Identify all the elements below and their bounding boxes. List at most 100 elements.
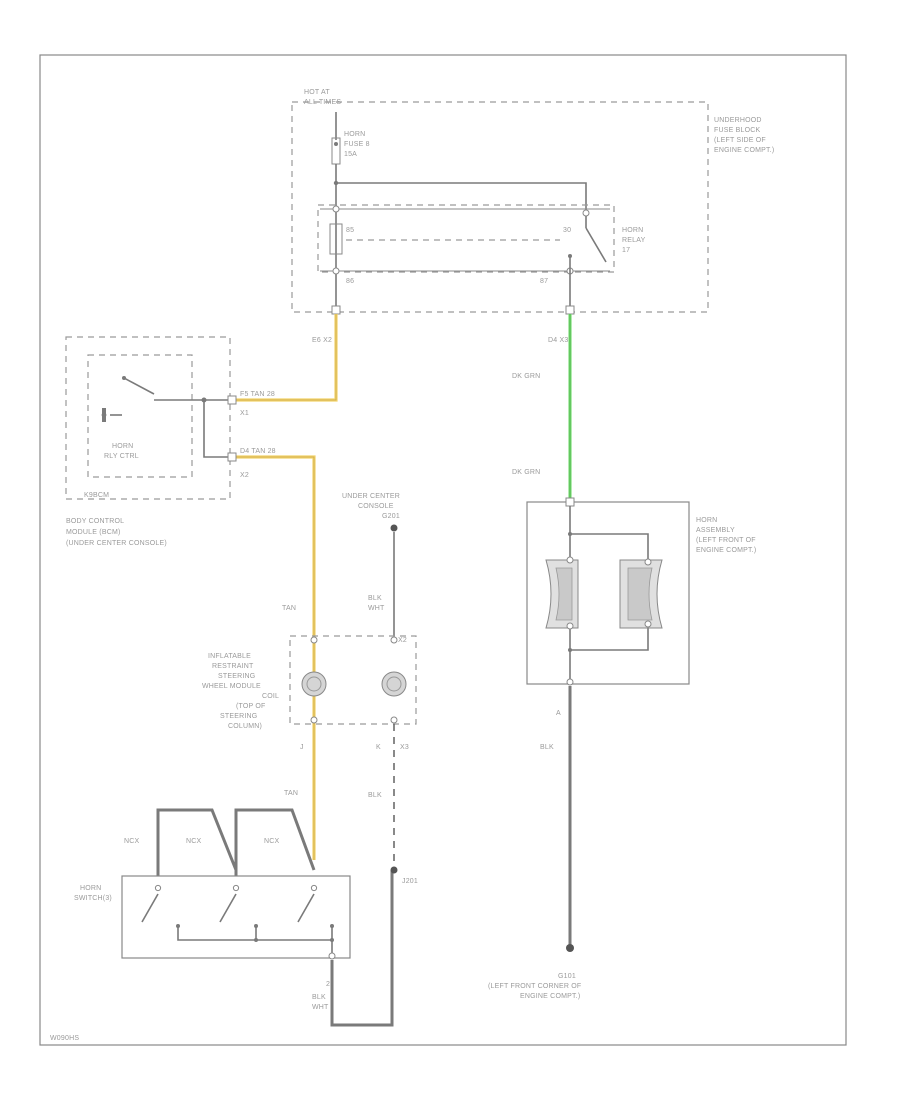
coil-label-8: COLUMN) — [228, 723, 262, 730]
coil-label-4: WHEEL MODULE — [202, 683, 261, 690]
fuse-block-conn-left: E6 X2 — [312, 337, 332, 344]
horn-switch-contact-1 — [141, 893, 159, 923]
g101-label-2: ENGINE COMPT.) — [520, 993, 580, 1000]
bcm-ground-symbol — [102, 408, 106, 422]
horn-wire-upper-label: DK GRN — [512, 373, 540, 380]
g201-id: G201 — [382, 513, 400, 520]
horn-switch-link-1 — [156, 808, 238, 876]
g101-id: G101 — [558, 973, 576, 980]
underhood-fuse-block-outline — [291, 101, 709, 313]
relay-coil-symbol — [329, 223, 343, 255]
hot-at-label: HOT AT — [304, 89, 330, 96]
fuse-block-title-3: (LEFT SIDE OF — [714, 137, 766, 144]
bcm-relay-ctrl-1: HORN — [112, 443, 133, 450]
coil-left-winding — [301, 671, 327, 697]
bcm-corner-id: K9BCM — [84, 492, 109, 499]
horn-pin-a: A — [556, 710, 561, 717]
relay-pin-85: 85 — [346, 227, 354, 234]
all-times-label: ALL TIMES — [304, 99, 341, 106]
left-horn-icon — [545, 556, 579, 630]
coil-blk-label: BLK — [368, 595, 382, 602]
coil-wht-label: WHT — [368, 605, 385, 612]
coil-label-2: RESTRAINT — [212, 663, 254, 670]
fuse-block-title-2: FUSE BLOCK — [714, 127, 760, 134]
horn-switch-nc-3: NCX — [264, 838, 280, 845]
tan-wire-relay-to-bcm — [232, 314, 338, 402]
horn-switch-common-bus — [177, 926, 332, 941]
coil-pin-top: X2 — [398, 637, 407, 644]
horn-switch-link-2 — [234, 808, 316, 876]
relay-switch-contact — [585, 227, 607, 263]
relay-name-2: RELAY — [622, 237, 646, 244]
right-horn-icon — [619, 558, 663, 629]
coil-label-6: (TOP OF — [236, 703, 266, 710]
g101-ground-symbol — [566, 944, 574, 952]
horn-assembly-label-4: ENGINE COMPT.) — [696, 547, 756, 554]
horn-switch-contact-2 — [219, 893, 237, 923]
diagram-code: W090HS — [50, 1035, 79, 1042]
bcm-conn-1: X1 — [240, 410, 249, 417]
horn-switch-contact-3 — [297, 893, 315, 923]
fuse-block-conn-right: D4 X3 — [548, 337, 568, 344]
horn-switch-wht: WHT — [312, 1004, 329, 1011]
coil-label-5: COIL — [262, 693, 279, 700]
coil-pin-j: J — [300, 744, 304, 751]
blk-wht-wire-switch-to-splice — [330, 870, 394, 1027]
horn-blk-wire-label: BLK — [540, 744, 554, 751]
relay-pin-87: 87 — [540, 278, 548, 285]
g101-label-1: (LEFT FRONT CORNER OF — [488, 983, 581, 990]
horn-relay-outline — [317, 204, 615, 273]
fuse-rating: 15A — [344, 151, 357, 158]
horn-assembly-label-3: (LEFT FRONT OF — [696, 537, 756, 544]
coil-tan-label: TAN — [282, 605, 296, 612]
horn-assembly-label-1: HORN — [696, 517, 717, 524]
bcm-outline — [65, 336, 231, 500]
g201-label-2: CONSOLE — [358, 503, 394, 510]
g201-label-1: UNDER CENTER — [342, 493, 400, 500]
horn-switch-label-2: SWITCH(3) — [74, 895, 112, 902]
fuse-block-title-4: ENGINE COMPT.) — [714, 147, 774, 154]
j201-splice — [390, 866, 398, 874]
coil-label-1: INFLATABLE — [208, 653, 251, 660]
horn-switch-label-1: HORN — [80, 885, 101, 892]
coil-pin-x3: X3 — [400, 744, 409, 751]
relay-pin-86: 86 — [346, 278, 354, 285]
bcm-conn-2: X2 — [240, 472, 249, 479]
horn-relay-control-outline — [87, 354, 193, 478]
relay-name-3: 17 — [622, 247, 630, 254]
horn-assembly-label-2: ASSEMBLY — [696, 527, 735, 534]
bcm-title-3: (UNDER CENTER CONSOLE) — [66, 540, 167, 547]
bcm-title-1: BODY CONTROL — [66, 518, 124, 525]
fuse-id: FUSE 8 — [344, 141, 370, 148]
g201-ground-symbol — [390, 524, 398, 532]
coil-blk-wire-label: BLK — [368, 792, 382, 799]
coil-pin-k: K — [376, 744, 381, 751]
horn-fuse-symbol — [331, 137, 341, 165]
horn-switch-nc-1: NCX — [124, 838, 140, 845]
horn-switch-nc-2: NCX — [186, 838, 202, 845]
fuse-name: HORN — [344, 131, 365, 138]
relay-name-1: HORN — [622, 227, 643, 234]
diagram-frame — [39, 54, 847, 1046]
bcm-wire-2: D4 TAN 28 — [240, 448, 276, 455]
fuse-to-relay-30-wire — [336, 182, 587, 210]
horn-wire-lower-label: DK GRN — [512, 469, 540, 476]
horn-switch-blk: BLK — [312, 994, 326, 1001]
switch-tan-wire-label: TAN — [284, 790, 298, 797]
j201-label: J201 — [402, 878, 418, 885]
horn-switch-pin-2: 2 — [326, 981, 330, 988]
bcm-wire-1: F5 TAN 28 — [240, 391, 275, 398]
horn-switch-outline — [121, 875, 351, 959]
fuse-block-title-1: UNDERHOOD — [714, 117, 762, 124]
coil-label-3: STEERING — [218, 673, 255, 680]
horn-assembly-outline — [526, 501, 690, 685]
relay-pin-30: 30 — [563, 227, 571, 234]
bcm-title-2: MODULE (BCM) — [66, 529, 121, 536]
bcm-relay-ctrl-2: RLY CTRL — [104, 453, 139, 460]
coil-right-winding — [381, 671, 407, 697]
bcm-switch-contact — [123, 377, 155, 395]
steering-coil-outline — [289, 635, 417, 725]
coil-label-7: STEERING — [220, 713, 257, 720]
